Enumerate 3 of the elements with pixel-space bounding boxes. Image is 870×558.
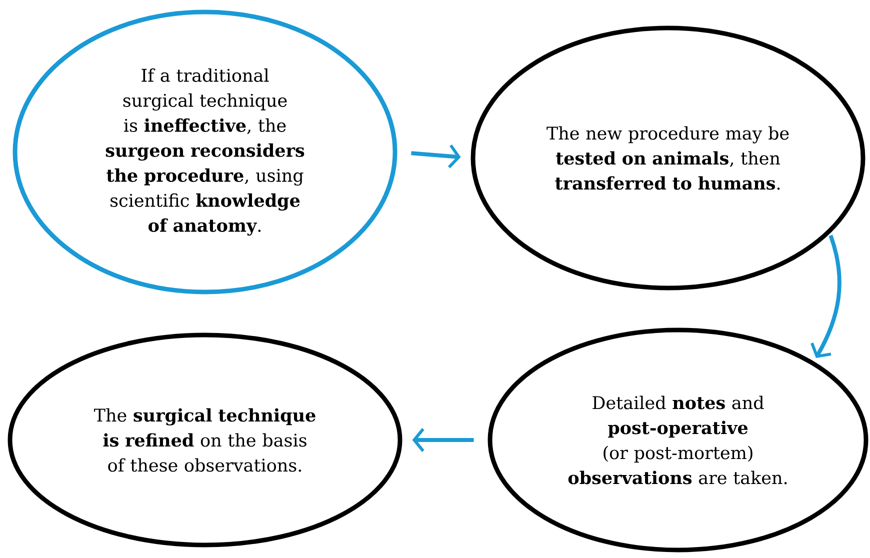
arrow <box>810 234 842 358</box>
arrow <box>412 428 474 452</box>
arrow <box>411 144 461 168</box>
